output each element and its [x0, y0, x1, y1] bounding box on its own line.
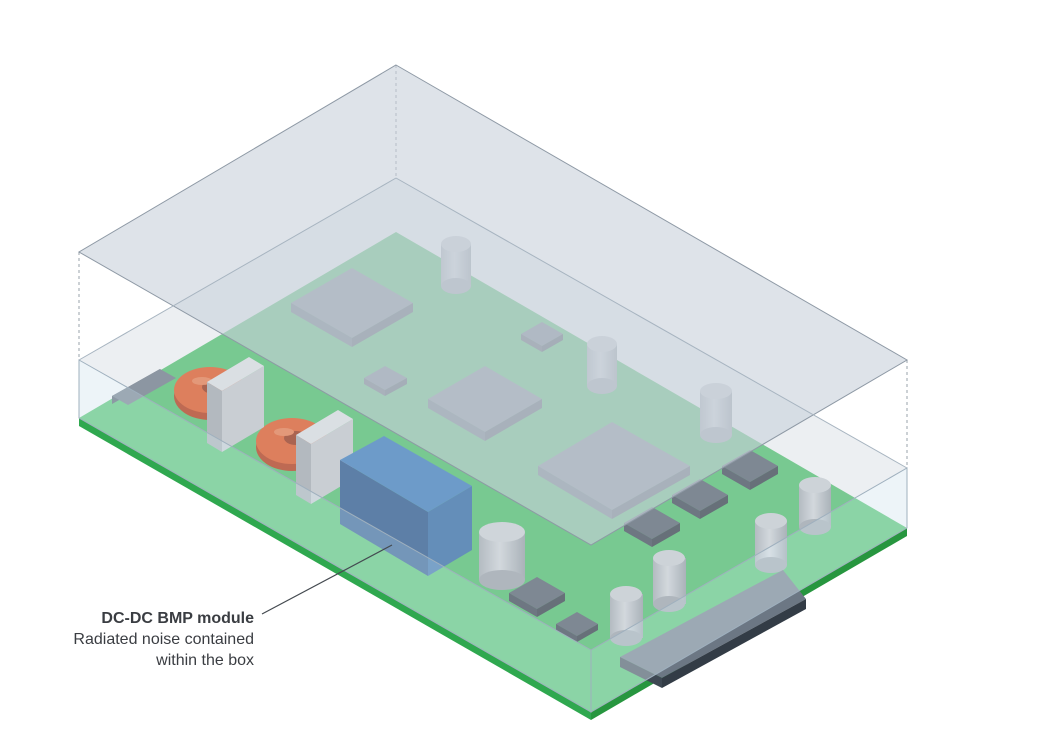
- capacitor: [610, 586, 643, 646]
- enclosure-front-right-wall: [590, 467, 908, 713]
- bmp-module: [340, 436, 472, 576]
- callout-leader-line: [261, 544, 393, 615]
- callout-description-line-2: within the box: [156, 652, 254, 669]
- enclosure-box: [78, 64, 908, 713]
- callout-title: DC-DC BMP module: [101, 610, 254, 627]
- capacitor: [653, 550, 686, 612]
- capacitor: [755, 513, 787, 573]
- capacitor: [799, 477, 831, 535]
- enclosure-lid: [78, 64, 908, 546]
- small-chip: [509, 577, 565, 617]
- connector: [112, 369, 176, 405]
- pcb-board-left-side: [79, 418, 591, 720]
- small-chip: [556, 612, 598, 642]
- capacitor: [479, 522, 525, 590]
- callout-description-line-1: Radiated noise contained: [73, 631, 254, 648]
- bmp-module-callout: DC-DC BMP module Radiated noise containe…: [20, 608, 254, 671]
- connector: [620, 570, 806, 688]
